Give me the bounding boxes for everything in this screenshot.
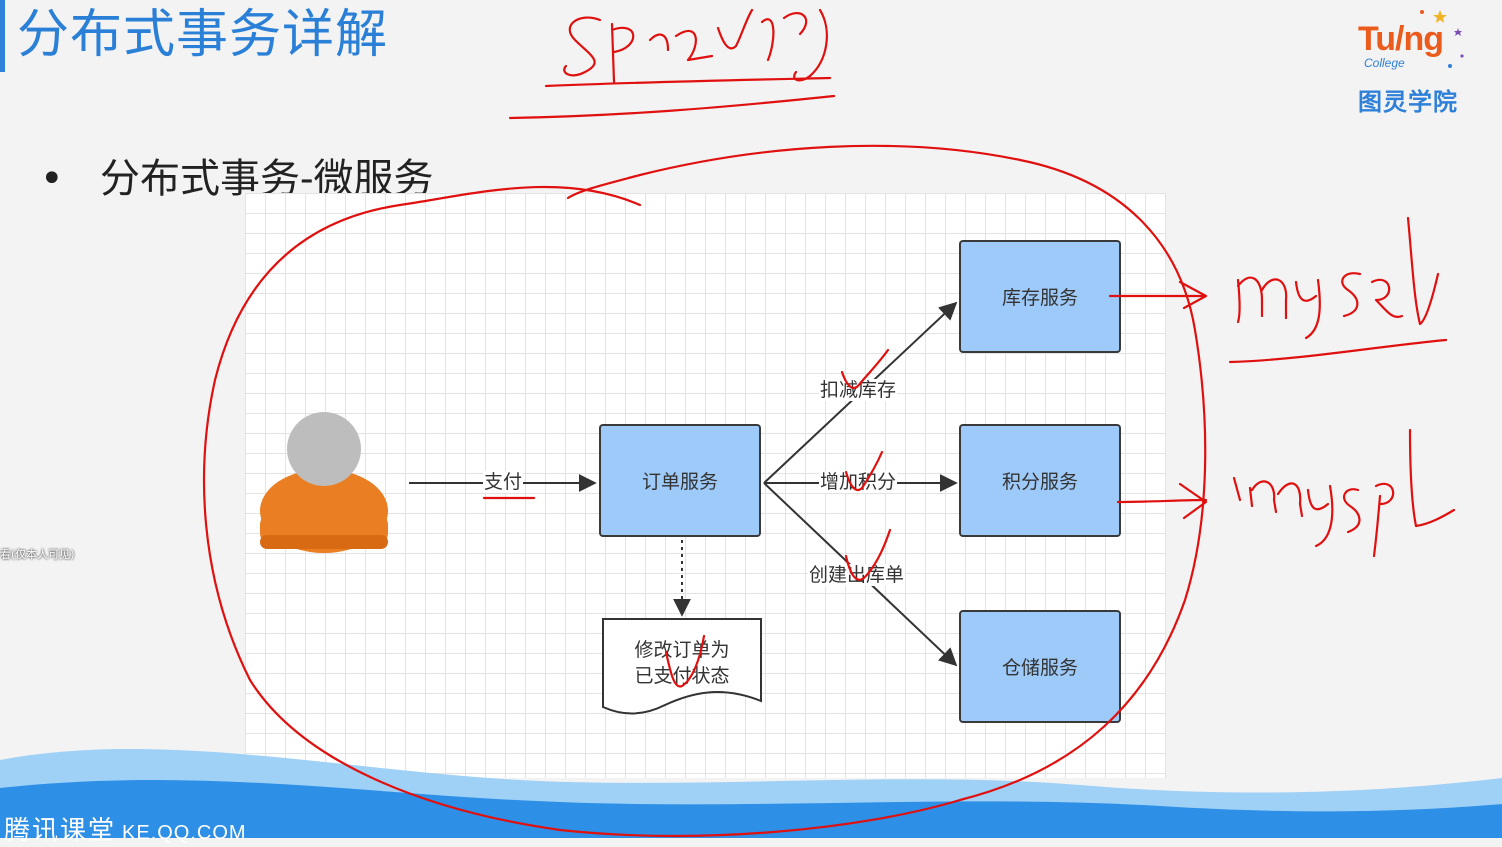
document-line-1: 修改订单为 xyxy=(634,639,730,661)
slide-title: 分布式事务详解 xyxy=(0,0,388,72)
edge-label-add-points: 增加积分 xyxy=(819,471,898,493)
ink-underline-spring-2 xyxy=(508,94,836,120)
ink-word-spring xyxy=(563,8,828,84)
footer-url: KE.QQ.COM xyxy=(122,822,247,844)
turing-college-logo: Tu/ng College 图灵学院 xyxy=(1352,6,1482,116)
document-text: 修改订单为 已支付状态 xyxy=(607,637,757,689)
side-note: 看(仅本人可见) xyxy=(0,548,75,561)
logo-stars-icon xyxy=(1420,10,1464,68)
logo-brand-en: Tu/ng xyxy=(1358,20,1444,58)
ink-word-mysql-2 xyxy=(1232,428,1456,558)
ink-underline-spring-1 xyxy=(544,76,832,88)
footer-brand-name: 腾讯课堂 xyxy=(4,816,117,846)
points-service-box: 积分服务 xyxy=(959,424,1121,537)
microservice-diagram: 订单服务 库存服务 积分服务 仓储服务 支付 扣减库存 增加积分 创建出库单 修… xyxy=(245,193,1166,778)
logo-brand-sub: College xyxy=(1364,56,1405,70)
storage-service-box: 仓储服务 xyxy=(959,610,1121,723)
logo-brand-cn: 图灵学院 xyxy=(1358,88,1458,116)
edge-label-create-outbound: 创建出库单 xyxy=(808,564,906,586)
ink-underline-mysql xyxy=(1228,338,1448,364)
order-service-box: 订单服务 xyxy=(599,424,761,537)
edge-label-deduct-stock: 扣减库存 xyxy=(819,379,898,401)
bullet-dot: • xyxy=(40,156,64,202)
inventory-service-box: 库存服务 xyxy=(959,240,1121,353)
edge-label-pay: 支付 xyxy=(483,471,524,493)
user-actor-icon xyxy=(260,412,388,553)
ink-word-mysql-1 xyxy=(1236,216,1440,340)
document-line-2: 已支付状态 xyxy=(634,665,730,687)
